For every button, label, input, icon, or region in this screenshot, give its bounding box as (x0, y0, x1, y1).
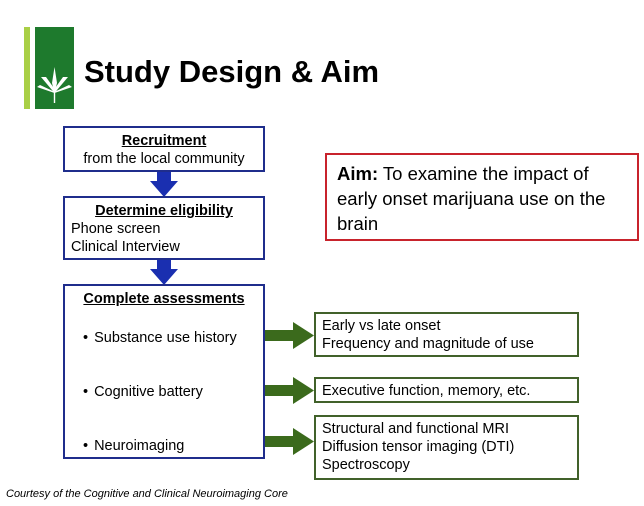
outcome-line: Spectroscopy (322, 457, 410, 473)
aim-text: To examine the impact of early onset mar… (337, 163, 606, 234)
assessments-box: Complete assessments Substance use histo… (63, 284, 265, 459)
recruitment-box: Recruitment from the local community (63, 126, 265, 172)
outcome-box-substance: Early vs late onset Frequency and magnit… (314, 312, 579, 357)
eligibility-line: Phone screen (71, 221, 161, 237)
eligibility-heading: Determine eligibility (95, 203, 233, 219)
assessment-item: Neuroimaging (83, 437, 184, 455)
down-arrow-2 (150, 260, 178, 285)
logo-accent-bar (24, 27, 30, 109)
outcome-box-cognitive: Executive function, memory, etc. (314, 377, 579, 403)
right-arrow-3 (265, 428, 314, 455)
aim-label: Aim: (337, 163, 379, 184)
eligibility-line: Clinical Interview (71, 239, 180, 255)
outcome-line: Executive function, memory, etc. (322, 383, 531, 399)
outcome-line: Frequency and magnitude of use (322, 336, 534, 352)
outcome-line: Diffusion tensor imaging (DTI) (322, 439, 515, 455)
recruitment-text: from the local community (83, 151, 245, 167)
down-arrow-1 (150, 172, 178, 197)
page-title: Study Design & Aim (84, 54, 380, 89)
assessment-item: Cognitive battery (83, 383, 203, 401)
assessments-heading: Complete assessments (83, 291, 245, 307)
outcome-line: Early vs late onset (322, 318, 441, 334)
aim-box: Aim: To examine the impact of early onse… (325, 153, 639, 241)
recruitment-heading: Recruitment (121, 133, 207, 149)
eligibility-box: Determine eligibility Phone screen Clini… (63, 196, 265, 260)
right-arrow-2 (265, 377, 314, 404)
outcome-line: Structural and functional MRI (322, 421, 509, 437)
footer-credit: Courtesy of the Cognitive and Clinical N… (6, 488, 288, 500)
outcome-box-neuroimaging: Structural and functional MRI Diffusion … (314, 415, 579, 480)
assessment-item: Substance use history (83, 329, 237, 347)
leaf-icon (35, 27, 74, 109)
right-arrow-1 (265, 322, 314, 349)
